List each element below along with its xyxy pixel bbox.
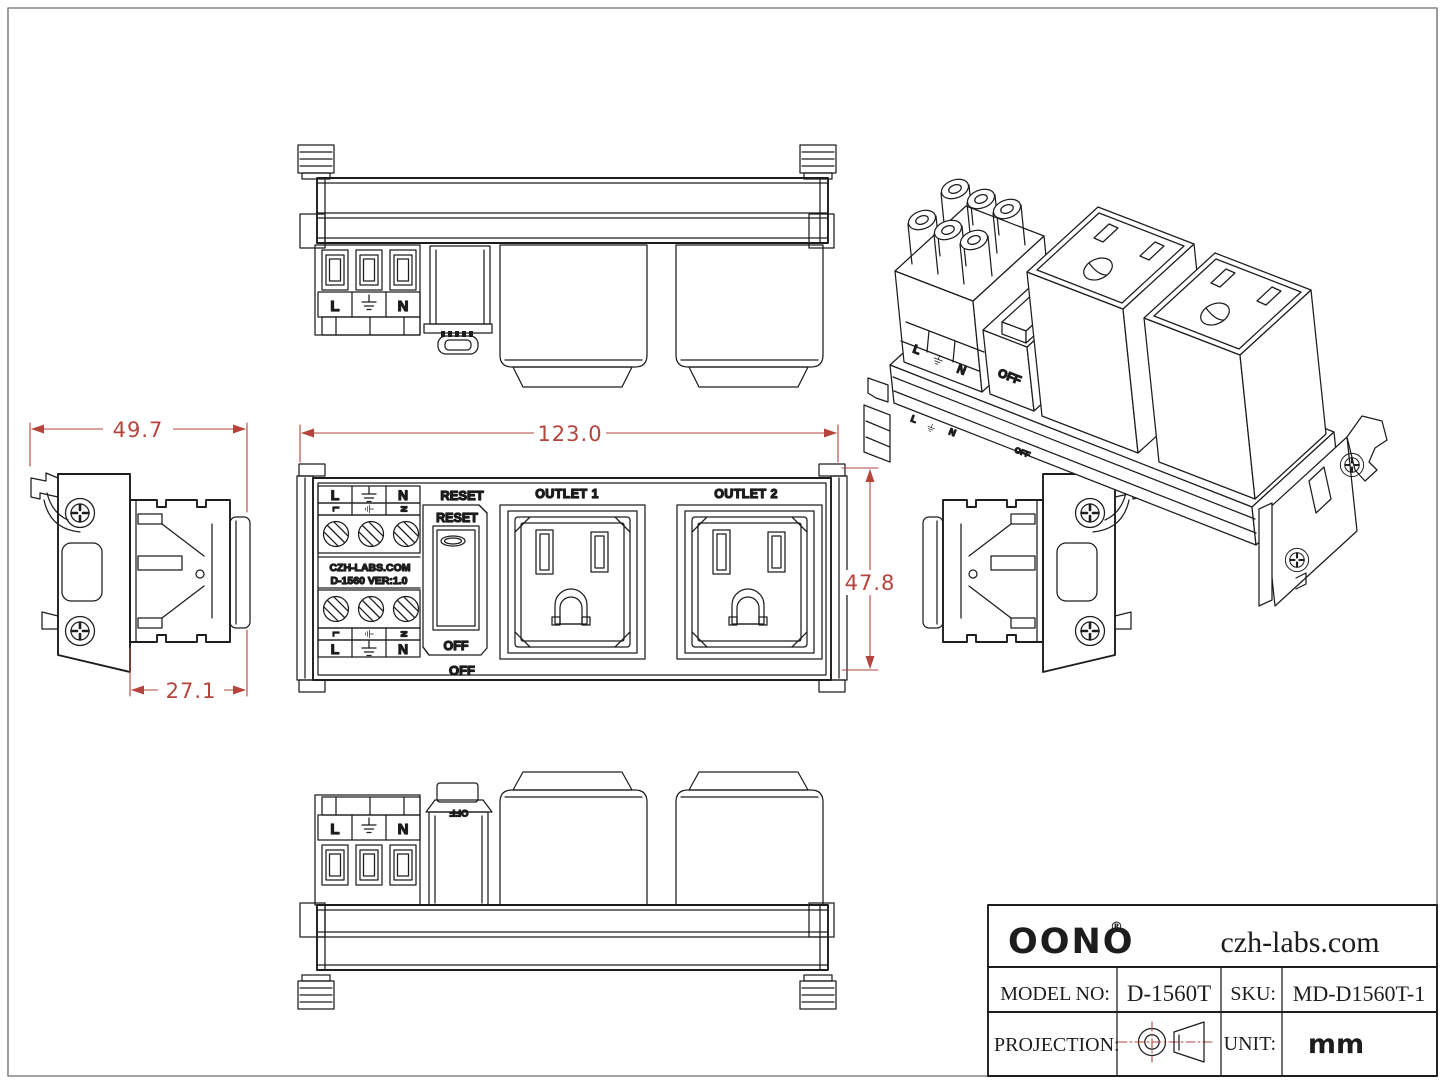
switch-off-text: OFF	[444, 639, 469, 653]
terminal-label-l: L	[331, 487, 340, 503]
terminal-screw-icon	[356, 594, 386, 624]
dim-body-depth: 27.1	[166, 679, 217, 703]
bottom-terminal-block: L N	[314, 794, 421, 906]
unit-value: mm	[1308, 1029, 1364, 1060]
dimension-body-depth: 27.1	[129, 629, 248, 703]
dim-side-depth: 49.7	[113, 418, 164, 442]
terminal-screw-icon	[391, 519, 421, 549]
projection-label: PROJECTION:	[994, 1034, 1120, 1056]
terminal-label-l-side: L	[331, 631, 341, 636]
registered-mark: ®	[1110, 920, 1123, 935]
dimension-overall-height: 47.8	[841, 467, 897, 671]
front-view: L N L N CZH-LABS.COM D-1560 VER:1.0 L N	[296, 463, 848, 693]
ground-symbol-icon	[365, 504, 374, 514]
ground-symbol-icon	[361, 640, 377, 657]
iso-outlet-2	[1143, 252, 1327, 500]
terminal-label-n: N	[398, 641, 408, 657]
din-clip-icon	[808, 213, 835, 249]
terminal-label-n: N	[398, 487, 408, 503]
terminal-label-l: L	[330, 821, 339, 838]
top-outlet-1	[499, 244, 648, 388]
bottom-view: OFF L N	[297, 771, 837, 1010]
bottom-outlet-2	[675, 771, 824, 906]
sheet-border	[7, 7, 1438, 1077]
front-terminal-block: L N L N CZH-LABS.COM D-1560 VER:1.0 L N	[317, 485, 421, 658]
top-terminal-block: L N	[314, 244, 421, 336]
ground-symbol-icon	[361, 294, 377, 311]
phillips-screw-icon	[64, 615, 96, 647]
outlet2-receptacle	[676, 504, 823, 660]
din-clip-icon	[297, 974, 335, 1010]
top-view: L N	[297, 144, 837, 388]
ground-symbol-icon	[361, 486, 377, 503]
dim-overall-width: 123.0	[537, 422, 602, 446]
version-text: D-1560 VER:1.0	[330, 575, 407, 587]
bottom-outlet-1	[499, 771, 648, 906]
unit-label: UNIT:	[1224, 1033, 1276, 1055]
terminal-label-n-side: N	[399, 631, 409, 637]
din-clip-icon	[808, 902, 835, 938]
terminal-screw-icon	[321, 594, 351, 624]
isometric-view: L N L N OFF RESET OFF	[863, 178, 1388, 607]
din-clip-icon	[299, 213, 326, 249]
phillips-screw-icon	[1074, 615, 1106, 647]
sku-label: SKU:	[1230, 983, 1276, 1005]
outlet1-receptacle	[499, 504, 646, 660]
din-clip-icon	[799, 974, 837, 1010]
bottom-switch: OFF	[425, 782, 493, 906]
title-block: OONO ® czh-labs.com MODEL NO: D-1560T SK…	[987, 904, 1438, 1077]
terminal-screw-icon	[391, 594, 421, 624]
sku-value: MD-D1560T-1	[1293, 981, 1425, 1006]
terminal-label-n-side: N	[399, 506, 409, 512]
brand-text: CZH-LABS.COM	[329, 562, 410, 574]
logo-text: OONO	[1008, 922, 1135, 962]
right-side-view	[922, 472, 1143, 673]
dimension-side-depth: 49.7	[29, 416, 248, 513]
outlet2-label: OUTLET 2	[714, 487, 778, 501]
terminal-label-l: L	[909, 414, 919, 426]
din-clip-icon	[799, 144, 837, 180]
terminal-label-n: N	[398, 821, 409, 838]
projection-symbol-icon	[1117, 1021, 1213, 1063]
top-outlet-2	[675, 244, 824, 388]
ground-symbol-icon	[365, 629, 374, 639]
model-label: MODEL NO:	[1000, 983, 1110, 1005]
outlet1-label: OUTLET 1	[535, 487, 599, 501]
terminal-screw-icon	[356, 519, 386, 549]
ground-symbol-icon	[926, 422, 937, 433]
terminal-screw-icon	[321, 519, 351, 549]
reset-label: RESET	[440, 488, 483, 503]
terminal-label-n: N	[947, 427, 957, 440]
terminal-label-l: L	[330, 298, 339, 315]
front-reset-switch: RESET RESET OFF OFF	[422, 487, 488, 679]
terminal-label-l: L	[331, 641, 340, 657]
phillips-screw-icon	[1074, 497, 1106, 529]
ground-symbol-icon	[361, 817, 377, 834]
left-side-view	[30, 472, 251, 673]
dim-overall-height: 47.8	[845, 571, 896, 595]
terminal-label-l-side: L	[331, 506, 341, 511]
off-label: OFF	[449, 663, 475, 678]
model-value: D-1560T	[1127, 981, 1211, 1006]
din-clip-icon	[299, 902, 326, 938]
top-switch	[423, 245, 493, 355]
website-text: czh-labs.com	[1220, 926, 1379, 959]
terminal-label-n: N	[398, 298, 409, 315]
switch-reset-text: RESET	[436, 511, 478, 525]
iso-wire-ports	[907, 178, 1026, 285]
iso-din-foot	[1258, 415, 1388, 607]
dimension-overall-width: 123.0	[299, 420, 839, 463]
phillips-screw-icon	[64, 497, 96, 529]
din-clip-icon	[297, 144, 335, 180]
